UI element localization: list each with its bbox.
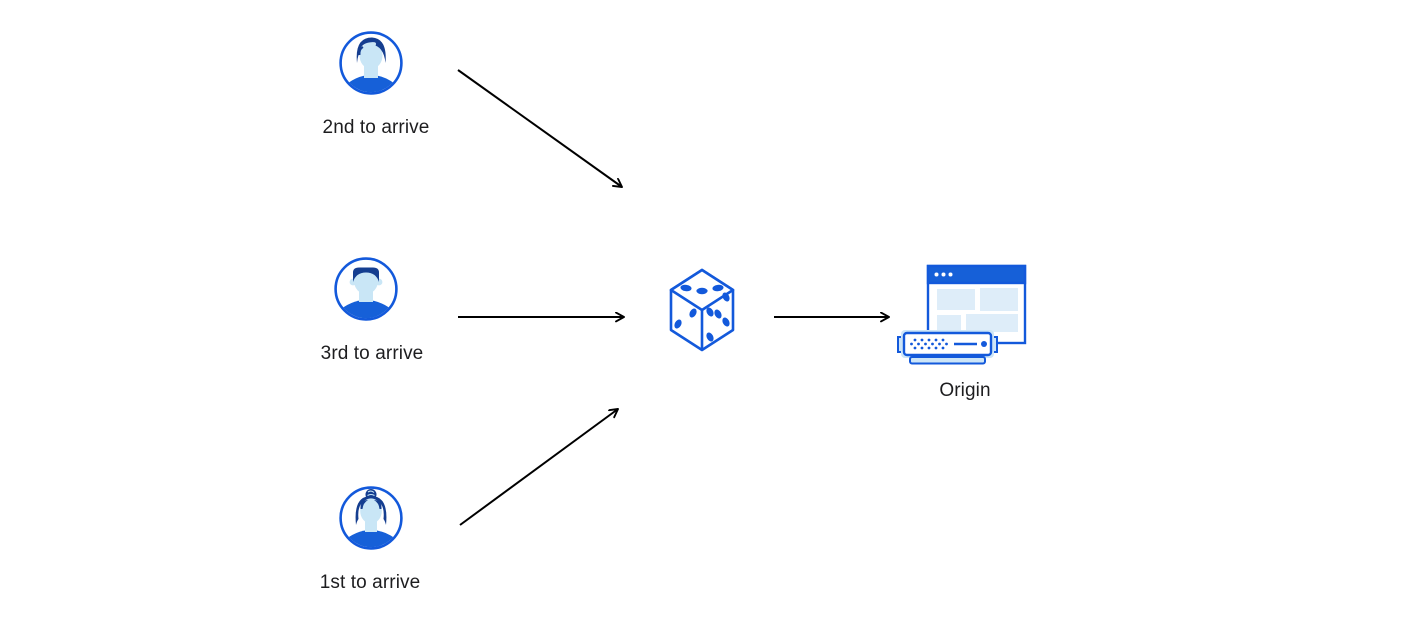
arrow-second-to-dice bbox=[457, 69, 622, 187]
user-avatar-woman-icon bbox=[339, 486, 403, 550]
arrow-first-to-dice bbox=[459, 409, 618, 526]
node-actor-second: 2nd to arrive bbox=[323, 30, 429, 138]
node-router bbox=[665, 264, 741, 361]
dice-icon bbox=[669, 268, 735, 352]
origin-label: Origin bbox=[939, 380, 991, 401]
user-avatar-man-flattop-icon bbox=[334, 257, 398, 321]
actor-second-label: 2nd to arrive bbox=[322, 117, 430, 138]
node-origin: Origin bbox=[890, 258, 1030, 401]
actor-first-label: 1st to arrive bbox=[319, 572, 421, 593]
browser-server-icon bbox=[897, 264, 1027, 365]
user-avatar-man-icon bbox=[339, 31, 403, 95]
node-actor-first: 1st to arrive bbox=[320, 485, 420, 593]
node-actor-third: 3rd to arrive bbox=[321, 256, 423, 364]
actor-third-label: 3rd to arrive bbox=[320, 343, 424, 364]
